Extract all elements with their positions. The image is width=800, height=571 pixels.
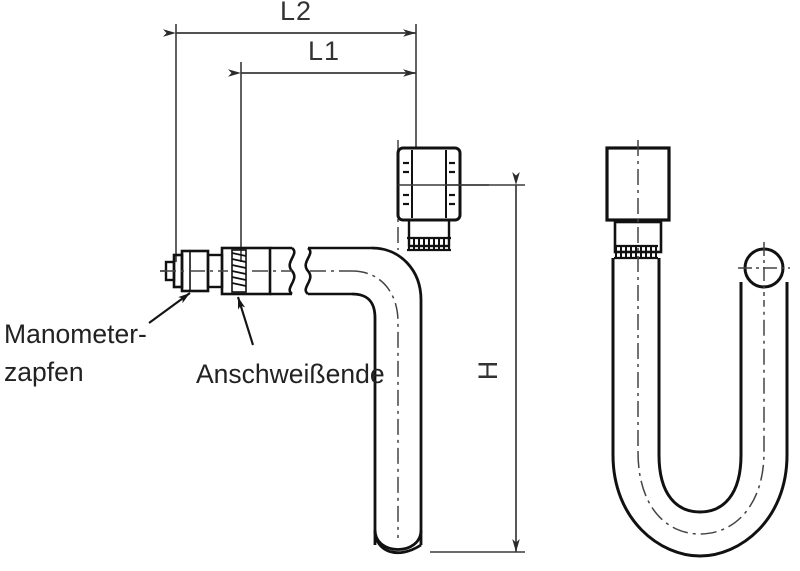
figure-left (160, 140, 489, 555)
centerlines-right-figure (637, 140, 765, 535)
H-label: H (473, 360, 503, 381)
u-inner-wall (657, 258, 743, 514)
nut-collar-hatching (408, 238, 450, 250)
nut-body (396, 146, 462, 222)
anschweissende-label: Anschweißende (196, 359, 385, 389)
manometerzapfen-label-line1: Manometer- (4, 319, 147, 349)
closed-rounded-bottom (373, 529, 423, 555)
centerlines-left-figure (160, 140, 399, 538)
weld-end-collar (220, 246, 272, 296)
nut-collar-hatching-right (615, 246, 657, 258)
anschweissende-leader (236, 296, 255, 346)
pipe-end-circle (738, 242, 790, 296)
nut-thread-marks (403, 161, 455, 206)
u-outer-wall (611, 258, 789, 558)
weld-hatching (231, 252, 247, 287)
elbow-inner (351, 292, 377, 545)
figure-right (605, 140, 790, 558)
dimension-L1: L1 (228, 36, 416, 262)
L1-label: L1 (308, 36, 340, 66)
dimension-L2: L2 (163, 0, 417, 262)
L2-label: L2 (280, 0, 312, 26)
callout-manometerzapfen: Manometer- zapfen (4, 292, 191, 387)
union-nut-top (396, 146, 489, 252)
elbow-outer (371, 246, 423, 545)
callout-anschweissende: Anschweißende (196, 296, 385, 389)
u-bend-tube (611, 258, 789, 558)
break-symbol-b (304, 246, 312, 296)
manometerzapfen-leader (148, 292, 191, 324)
manometerzapfen-label-line2: zapfen (4, 357, 84, 387)
elbow-bend (351, 246, 423, 545)
